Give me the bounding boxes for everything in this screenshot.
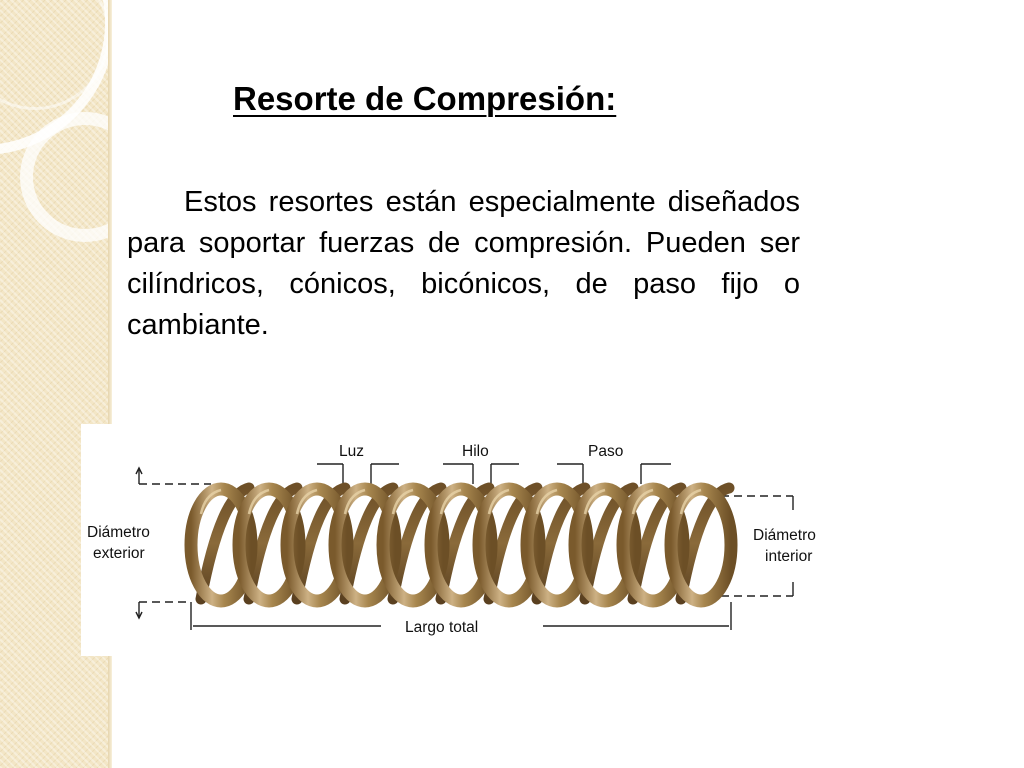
spring-back-strands bbox=[195, 482, 735, 605]
label-paso: Paso bbox=[588, 443, 623, 460]
dimension-lines bbox=[135, 463, 794, 630]
spring-diagram-svg: Luz Hilo Paso Diámetro exterior Diámetro… bbox=[87, 443, 816, 636]
strip-edge bbox=[108, 0, 112, 768]
spring-highlights bbox=[199, 488, 702, 515]
label-largo-total: Largo total bbox=[405, 619, 478, 636]
slide-title: Resorte de Compresión: bbox=[233, 80, 617, 117]
spring-diagram: Luz Hilo Paso Diámetro exterior Diámetro… bbox=[81, 424, 851, 656]
label-luz: Luz bbox=[339, 443, 364, 460]
label-diametro-exterior-line1: Diámetro bbox=[87, 524, 150, 541]
decorative-side-strip bbox=[0, 0, 112, 768]
slide-body-text: Estos resortes están especialmente diseñ… bbox=[127, 186, 800, 341]
label-diametro-exterior-line2: exterior bbox=[93, 545, 145, 562]
label-diametro-interior-line2: interior bbox=[765, 548, 812, 565]
label-hilo: Hilo bbox=[462, 443, 489, 460]
label-diametro-interior-line1: Diámetro bbox=[753, 527, 816, 544]
spring-front-coils bbox=[184, 482, 738, 608]
